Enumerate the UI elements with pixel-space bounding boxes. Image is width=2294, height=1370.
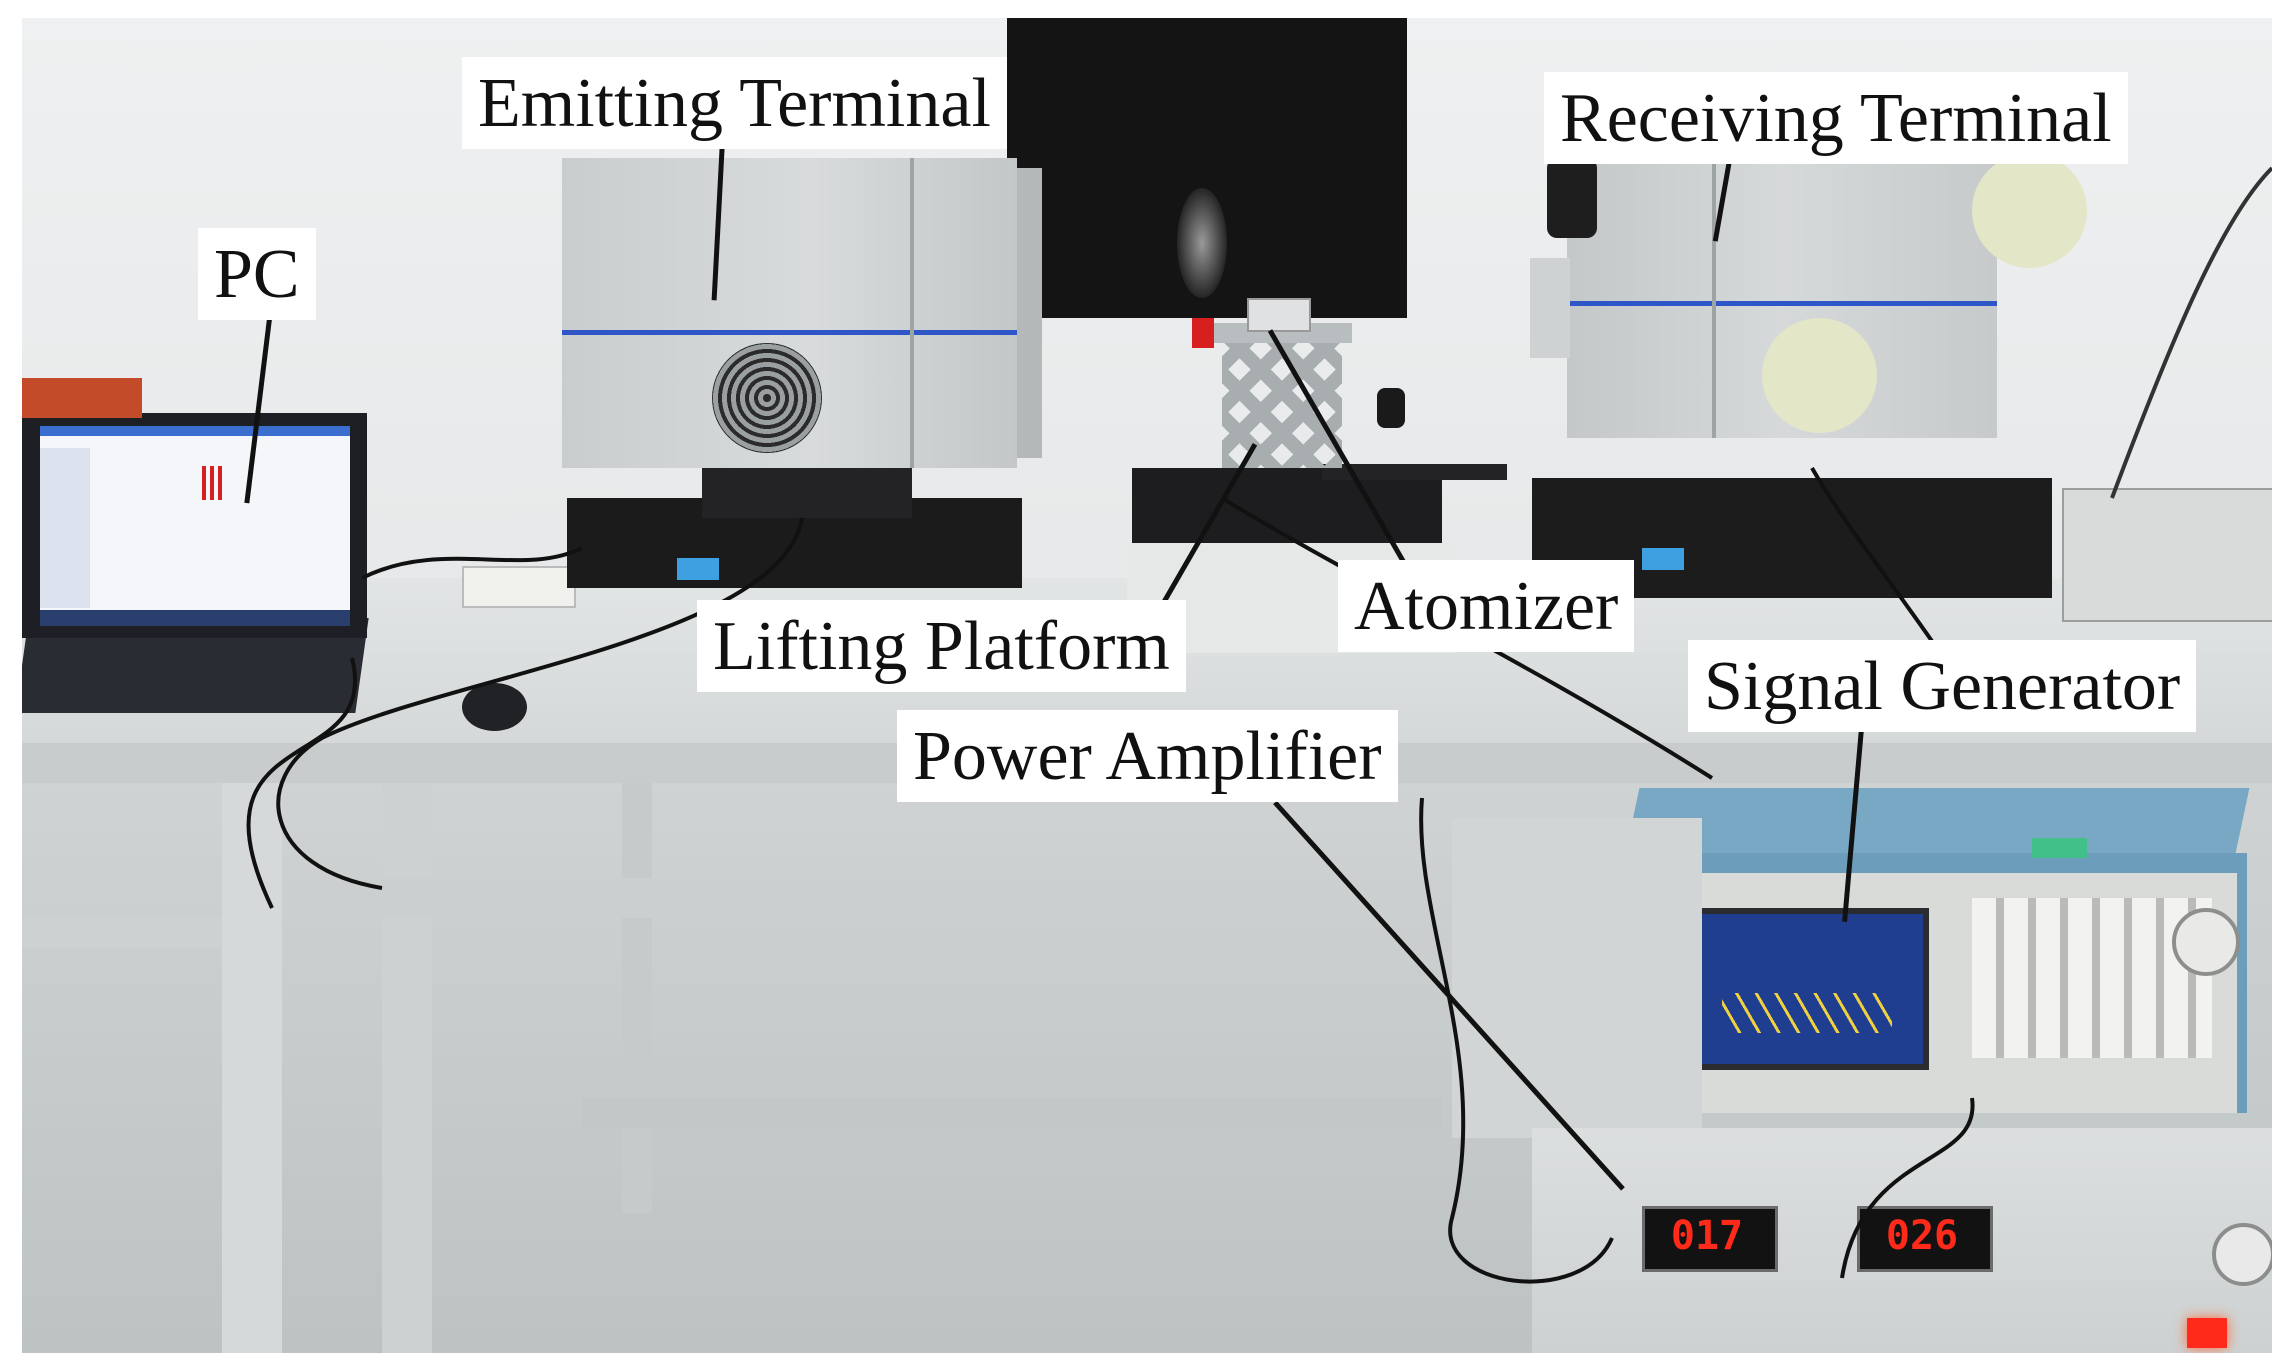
atomizer-cup <box>1247 298 1311 332</box>
amplifier-display-left <box>1642 1206 1778 1272</box>
lab-jack-scissor <box>1222 338 1342 468</box>
red-clip <box>1192 318 1214 348</box>
emitting-terminal-stripe <box>562 330 1017 335</box>
table-leg <box>622 783 652 1213</box>
receiving-terminal-stripe <box>1567 301 1997 306</box>
amplifier-readout-left: 017 <box>1670 1213 1744 1259</box>
laptop-screen-sidebar <box>40 448 90 608</box>
platform-tray <box>1132 468 1442 543</box>
blue-sticker <box>677 558 719 580</box>
platform-rail <box>1322 464 1507 480</box>
table-leg <box>222 783 282 1353</box>
label-emitting-terminal: Emitting Terminal <box>462 57 1007 149</box>
lab-jack-knob <box>1377 388 1405 428</box>
label-receiving-terminal: Receiving Terminal <box>1544 72 2128 164</box>
pump-box <box>2062 488 2272 622</box>
signal-generator-dial <box>2172 908 2240 976</box>
label-signal-generator: Signal Generator <box>1688 640 2197 732</box>
emitting-terminal-side <box>1017 168 1042 458</box>
cable <box>276 517 804 890</box>
port-cover-upper <box>1972 153 2087 268</box>
receiving-terminal-knob <box>1547 158 1597 238</box>
cable <box>1419 797 1614 1284</box>
port-cover-lower <box>1762 318 1877 433</box>
label-pc: PC <box>198 228 316 320</box>
receiving-terminal-seam <box>1712 118 1716 438</box>
laptop-screen <box>40 426 350 626</box>
cable <box>361 546 583 580</box>
cable <box>1840 1097 1975 1279</box>
blue-sticker <box>1642 548 1684 570</box>
power-led <box>2187 1318 2227 1348</box>
label-lifting-platform: Lifting Platform <box>697 600 1186 692</box>
mist-plume <box>1177 188 1227 298</box>
fan-icon <box>712 343 822 453</box>
green-sticker <box>2032 838 2087 858</box>
laptop-taskbar <box>40 610 350 626</box>
red-tray <box>22 378 142 418</box>
table-crossbar <box>582 1098 1442 1128</box>
computer-mouse <box>462 683 527 731</box>
signal-generator-waveform <box>1722 993 1892 1033</box>
emitting-terminal-stand <box>702 458 912 518</box>
amplifier-knob <box>2212 1223 2272 1286</box>
label-power-amplifier: Power Amplifier <box>897 710 1398 802</box>
cable <box>246 657 358 909</box>
table-crossbar <box>282 878 1432 918</box>
signal-generator-keypad <box>1972 898 2212 1058</box>
label-atomizer: Atomizer <box>1338 560 1635 652</box>
emitting-terminal-seam <box>910 158 914 468</box>
table-crossbar <box>22 918 222 948</box>
power-strip <box>462 566 576 608</box>
screen-signal-trace <box>202 466 206 500</box>
amplifier-readout-right: 026 <box>1885 1213 1959 1259</box>
cable <box>2110 166 2272 499</box>
amplifier-display-right <box>1857 1206 1993 1272</box>
power-amplifier-top <box>1452 818 1702 1138</box>
receiving-terminal-side-box <box>1530 258 1570 358</box>
